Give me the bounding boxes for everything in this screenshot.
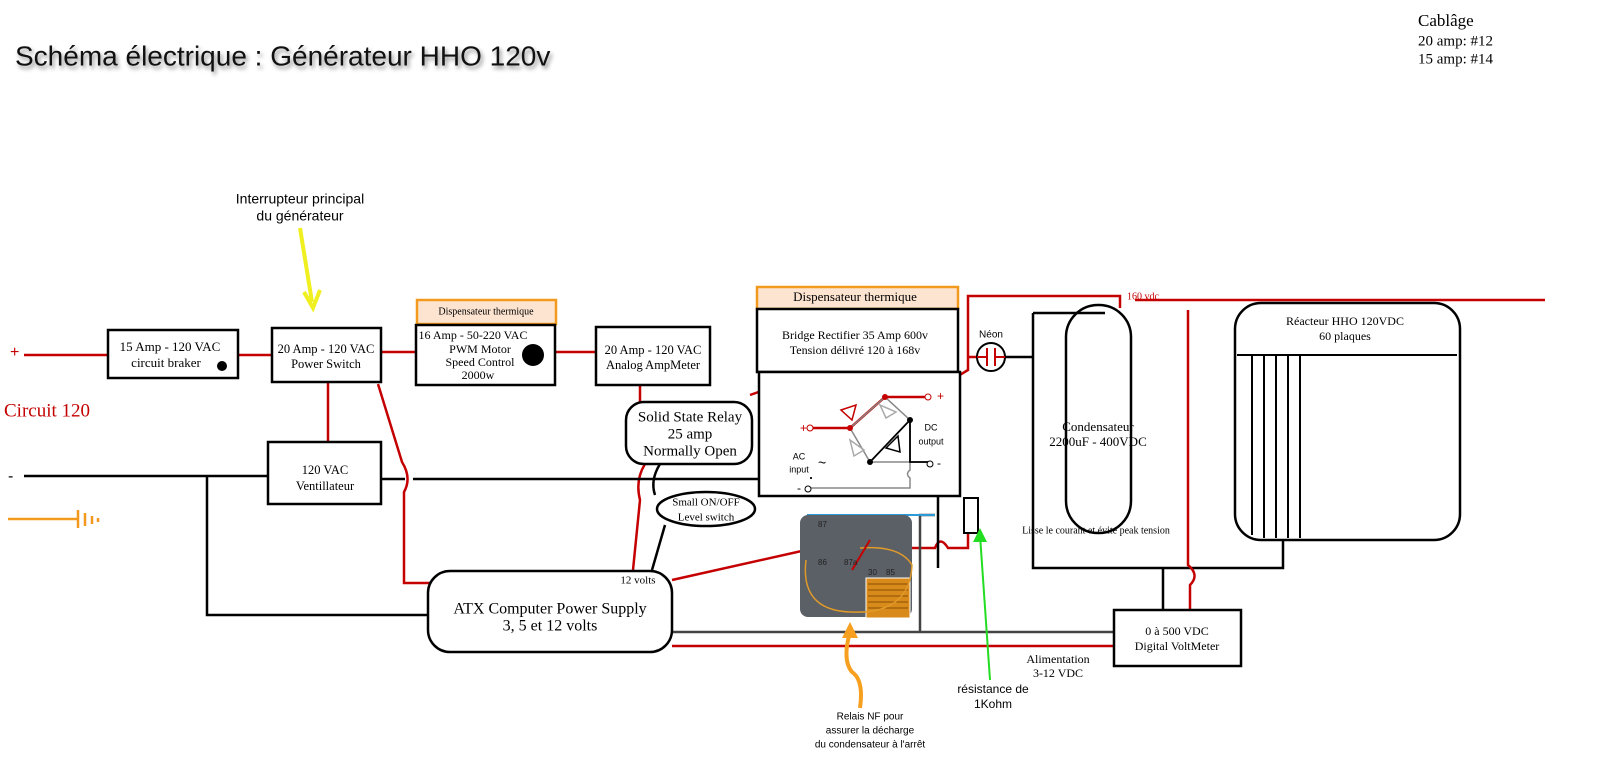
components-atx-0: ATX Computer Power Supply bbox=[453, 601, 646, 618]
arrowhead-icon bbox=[842, 622, 858, 638]
components-rectifier-labels-dc-1: output bbox=[918, 436, 944, 446]
components-rectifier-labels-tilde: ~ bbox=[818, 455, 826, 471]
supply-label: Alimentation bbox=[1026, 652, 1089, 666]
components-voltmeter-1: Digital VoltMeter bbox=[1135, 639, 1220, 653]
components-level-switch-1: Level switch bbox=[678, 512, 735, 524]
components-rectifier-labels-ac-0: AC bbox=[793, 451, 806, 461]
circuit-breaker-box: 15 Amp - 120 VAC circuit braker bbox=[106, 328, 240, 380]
components-rectifier-labels-dc-0: DC bbox=[925, 422, 938, 432]
components-pwm-3: 2000w bbox=[462, 368, 495, 382]
pwm-controller-box: 16 Amp - 50-220 VAC PWM Motor Speed Cont… bbox=[414, 323, 557, 387]
components-relay-pins-3: 30 bbox=[868, 568, 877, 577]
components-capacitor-0: Condensateur bbox=[1062, 419, 1134, 434]
components-relay-pins-0: 87 bbox=[818, 520, 827, 529]
components-power-switch-0: 20 Amp - 120 VAC bbox=[278, 342, 375, 356]
relay-note: assurer la décharge bbox=[826, 726, 915, 737]
yellow-arrow-icon bbox=[298, 227, 314, 303]
components-relay-pins-2: 87a bbox=[844, 558, 858, 567]
green-arrow-icon bbox=[979, 534, 991, 681]
components-relay-pins-1: 86 bbox=[818, 558, 827, 567]
resistor bbox=[963, 497, 979, 534]
fan-box: 120 VAC Ventillateur bbox=[266, 440, 383, 506]
arrowhead-icon bbox=[302, 289, 322, 313]
smoothing-note: Lisse le courant et évite peak tension bbox=[1022, 525, 1170, 536]
vdc-label: 160 vdc bbox=[1127, 291, 1160, 302]
indicator-dot-icon bbox=[217, 361, 227, 371]
relay-nf: 87 86 87a 30 85 bbox=[800, 515, 913, 619]
resistor-label: 1Kohm bbox=[974, 697, 1012, 711]
components-atx-1: 3, 5 et 12 volts bbox=[503, 618, 598, 635]
components-fan-0: 120 VAC bbox=[302, 463, 348, 477]
solid-state-relay: Solid State Relay 25 amp Normally Open bbox=[624, 400, 754, 466]
main-switch-label: du générateur bbox=[256, 208, 344, 224]
components-rectifier-1: Tension délivré 120 à 168v bbox=[790, 343, 920, 357]
components-rectifier-labels-ac-1: input bbox=[789, 464, 809, 474]
ammeter-box: 20 Amp - 120 VAC Analog AmpMeter bbox=[594, 325, 712, 387]
capacitor: Condensateur 2200uF - 400VDC bbox=[1049, 303, 1147, 535]
relay-note: Relais NF pour bbox=[837, 712, 904, 723]
diode-icon bbox=[884, 434, 901, 454]
resistor-label: résistance de bbox=[957, 682, 1029, 696]
diode-icon bbox=[848, 438, 866, 458]
components-ammeter-1: Analog AmpMeter bbox=[606, 358, 701, 372]
heatsink-label-small: Dispensateur thermique bbox=[415, 298, 558, 326]
wiring-line: 15 amp: #14 bbox=[1418, 51, 1493, 67]
main-switch-label: Interrupteur principal bbox=[236, 191, 364, 207]
power-switch-box: 20 Amp - 120 VAC Power Switch bbox=[270, 326, 383, 384]
annotations-neon: Néon bbox=[979, 330, 1003, 341]
diode-icon bbox=[878, 403, 898, 420]
hho-reactor: Réacteur HHO 120VDC 60 plaques bbox=[1233, 301, 1462, 542]
bridge-diagram: + + - - AC input ~ DC output bbox=[789, 389, 944, 495]
components-power-switch-1: Power Switch bbox=[291, 357, 362, 371]
arrowhead-icon bbox=[973, 528, 987, 542]
components-breaker-1: circuit braker bbox=[131, 355, 201, 370]
components-pwm-1: PWM Motor bbox=[449, 342, 511, 356]
components-ammeter-0: 20 Amp - 120 VAC bbox=[605, 343, 702, 357]
components-fan-1: Ventillateur bbox=[296, 479, 355, 493]
components-pwm-2: Speed Control bbox=[446, 355, 516, 369]
diode-icon bbox=[839, 403, 858, 422]
diagram-title: Schéma électrique : Générateur HHO 120v bbox=[15, 40, 550, 71]
components-breaker-0: 15 Amp - 120 VAC bbox=[120, 339, 221, 354]
level-switch: Small ON/OFF Level switch bbox=[655, 490, 757, 528]
components-pwm-0: 16 Amp - 50-220 VAC bbox=[419, 328, 528, 342]
orange-arrow-icon bbox=[844, 631, 863, 709]
components-capacitor-1: 2200uF - 400VDC bbox=[1049, 434, 1147, 449]
components-heatsink-large: Dispensateur thermique bbox=[793, 289, 917, 304]
components-rectifier-0: Bridge Rectifier 35 Amp 600v bbox=[782, 328, 928, 342]
ground-icon bbox=[8, 510, 100, 528]
components-reactor-1: 60 plaques bbox=[1319, 329, 1371, 343]
components-heatsink-small: Dispensateur thermique bbox=[438, 306, 534, 317]
positive-terminal-label: + bbox=[10, 344, 19, 361]
components-level-switch-0: Small ON/OFF bbox=[672, 497, 740, 509]
components-rectifier-labels-minus-out: - bbox=[937, 456, 941, 470]
heatsink-label-large: Dispensateur thermique bbox=[755, 285, 960, 311]
components-relay-pins-4: 85 bbox=[886, 568, 895, 577]
wiring-line: 20 amp: #12 bbox=[1418, 33, 1493, 49]
components-voltmeter-0: 0 à 500 VDC bbox=[1145, 624, 1208, 638]
circuit-label: Circuit 120 bbox=[4, 400, 90, 421]
components-ssr-2: Normally Open bbox=[643, 443, 737, 459]
components-rectifier-labels-plus-out: + bbox=[937, 389, 944, 403]
twelve-volts-label: 12 volts bbox=[620, 575, 655, 587]
components-rectifier-labels-plus-in: + bbox=[800, 421, 807, 435]
components-rectifier-labels-minus-in: - bbox=[797, 481, 801, 495]
components-ssr-1: 25 amp bbox=[668, 426, 713, 442]
components-reactor-0: Réacteur HHO 120VDC bbox=[1286, 314, 1404, 328]
knob-icon bbox=[522, 344, 544, 366]
atx-power-supply: 12 volts ATX Computer Power Supply 3, 5 … bbox=[426, 569, 674, 654]
supply-label: 3-12 VDC bbox=[1033, 666, 1083, 680]
negative-terminal-label: - bbox=[8, 468, 13, 485]
neon-lamp: Néon bbox=[976, 330, 1006, 372]
wiring-heading: Cablâge bbox=[1418, 11, 1474, 30]
components-ssr-0: Solid State Relay bbox=[638, 409, 743, 425]
bridge-rectifier-box: Bridge Rectifier 35 Amp 600v Tension dél… bbox=[755, 307, 962, 498]
relay-note: du condensateur à l'arrêt bbox=[815, 740, 926, 751]
wiring-gauge-legend: Cablâge 20 amp: #12 15 amp: #14 bbox=[1418, 11, 1493, 68]
digital-voltmeter: 0 à 500 VDC Digital VoltMeter bbox=[1112, 608, 1243, 668]
